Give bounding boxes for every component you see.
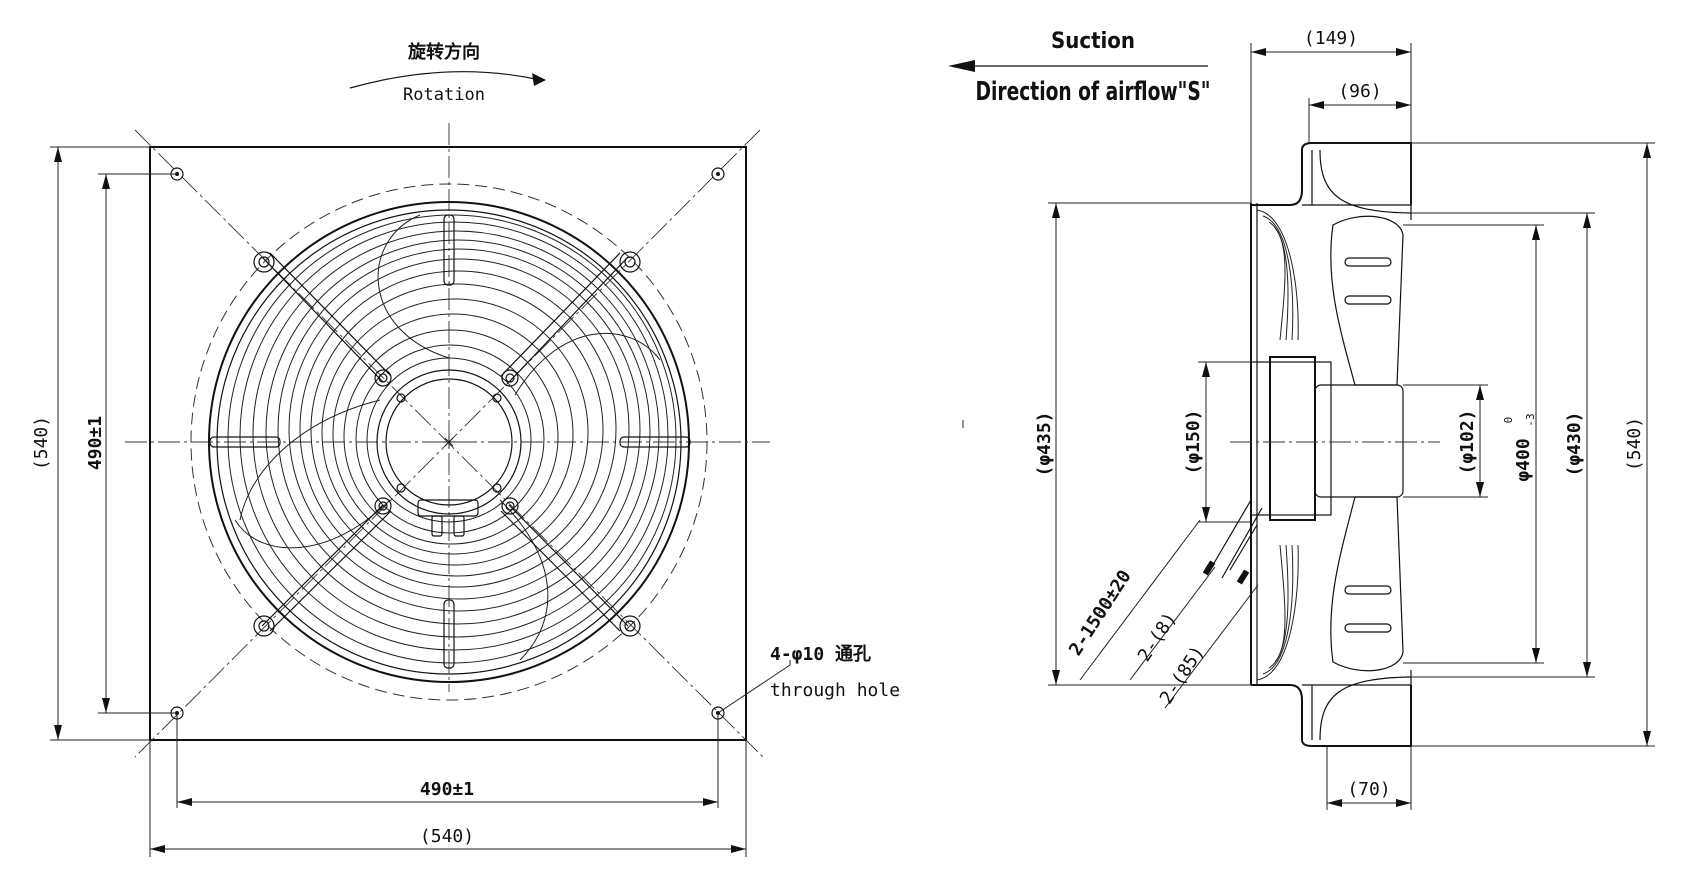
- venturi-flange-top: [1251, 142, 1412, 206]
- rotation-arrow: [349, 71, 541, 89]
- strut-left: [209, 436, 281, 448]
- arm-eyes: [253, 251, 641, 637]
- blade-top: [1330, 215, 1404, 386]
- hub: [1314, 384, 1404, 498]
- support-arms: [261, 252, 629, 632]
- strut-top: [443, 214, 455, 286]
- suction-label: Suction: [1051, 29, 1135, 54]
- dim-height-overall: (540): [31, 416, 52, 470]
- dim-540-side: (540): [1624, 417, 1645, 471]
- rotation-arrowhead: [532, 73, 546, 86]
- cable-dim-line-3: [1164, 584, 1259, 709]
- cable-length: 2-1500±20: [1065, 566, 1136, 659]
- hub-bolts: [396, 393, 502, 493]
- dim-400-tol-lower: -3: [1524, 413, 1537, 426]
- blade-bottom: [1330, 496, 1404, 672]
- side-view: Suction Direction of airflow"S": [948, 28, 1655, 810]
- venturi-ring-inner: [216, 209, 682, 675]
- motor-hub-inner: [385, 378, 513, 506]
- front-view: 旋转方向 Rotation 4-φ10 通孔 through hole (540…: [31, 41, 900, 857]
- dim-150: (φ150): [1183, 409, 1204, 474]
- dim-width-overall: (540): [420, 826, 474, 847]
- motor-face: [1269, 356, 1316, 521]
- dim-102: (φ102): [1457, 409, 1478, 474]
- hole-label-cn: 4-φ10 通孔: [770, 644, 871, 665]
- dim-149: (149): [1304, 28, 1358, 49]
- hole-leader: [717, 664, 791, 714]
- dim-70: (70): [1347, 779, 1390, 800]
- mounting-hole-top-right: [711, 167, 725, 181]
- dim-width-holes: 490±1: [420, 779, 474, 800]
- venturi-flange-bottom: [1251, 684, 1412, 747]
- cable-85: 2-(85): [1156, 642, 1209, 708]
- rotation-label-en: Rotation: [403, 85, 485, 105]
- rotation-label-cn: 旋转方向: [407, 41, 480, 63]
- cable-gland: [417, 499, 479, 537]
- cable-assembly: [1202, 499, 1263, 585]
- airflow-label: Direction of airflow"S": [976, 77, 1211, 107]
- cable-dim-line-2: [1129, 566, 1216, 681]
- dim-400: φ400: [1513, 438, 1534, 481]
- dim-400-tol-upper: 0: [1502, 417, 1515, 424]
- airflow-arrowhead: [948, 60, 975, 72]
- dim-96: (96): [1338, 81, 1381, 102]
- venturi-ring-outer: [208, 201, 690, 683]
- strut-right: [619, 436, 691, 448]
- cable-dim-line-1: [1079, 519, 1201, 681]
- motor-body: [1250, 361, 1332, 516]
- blade-slots: [1344, 257, 1392, 633]
- mounting-plate-outline: [149, 146, 747, 741]
- dim-height-holes: 490±1: [85, 416, 106, 470]
- hole-label-en: through hole: [770, 680, 900, 701]
- cable-8: 2-(8): [1134, 609, 1181, 666]
- hub-center-mark: [443, 436, 455, 448]
- motor-hub-outer: [376, 369, 522, 515]
- side-guard-wires: [1256, 209, 1299, 681]
- dim-430: (φ430): [1564, 411, 1585, 476]
- strut-bottom: [443, 599, 455, 669]
- dim-435: (φ435): [1034, 411, 1055, 476]
